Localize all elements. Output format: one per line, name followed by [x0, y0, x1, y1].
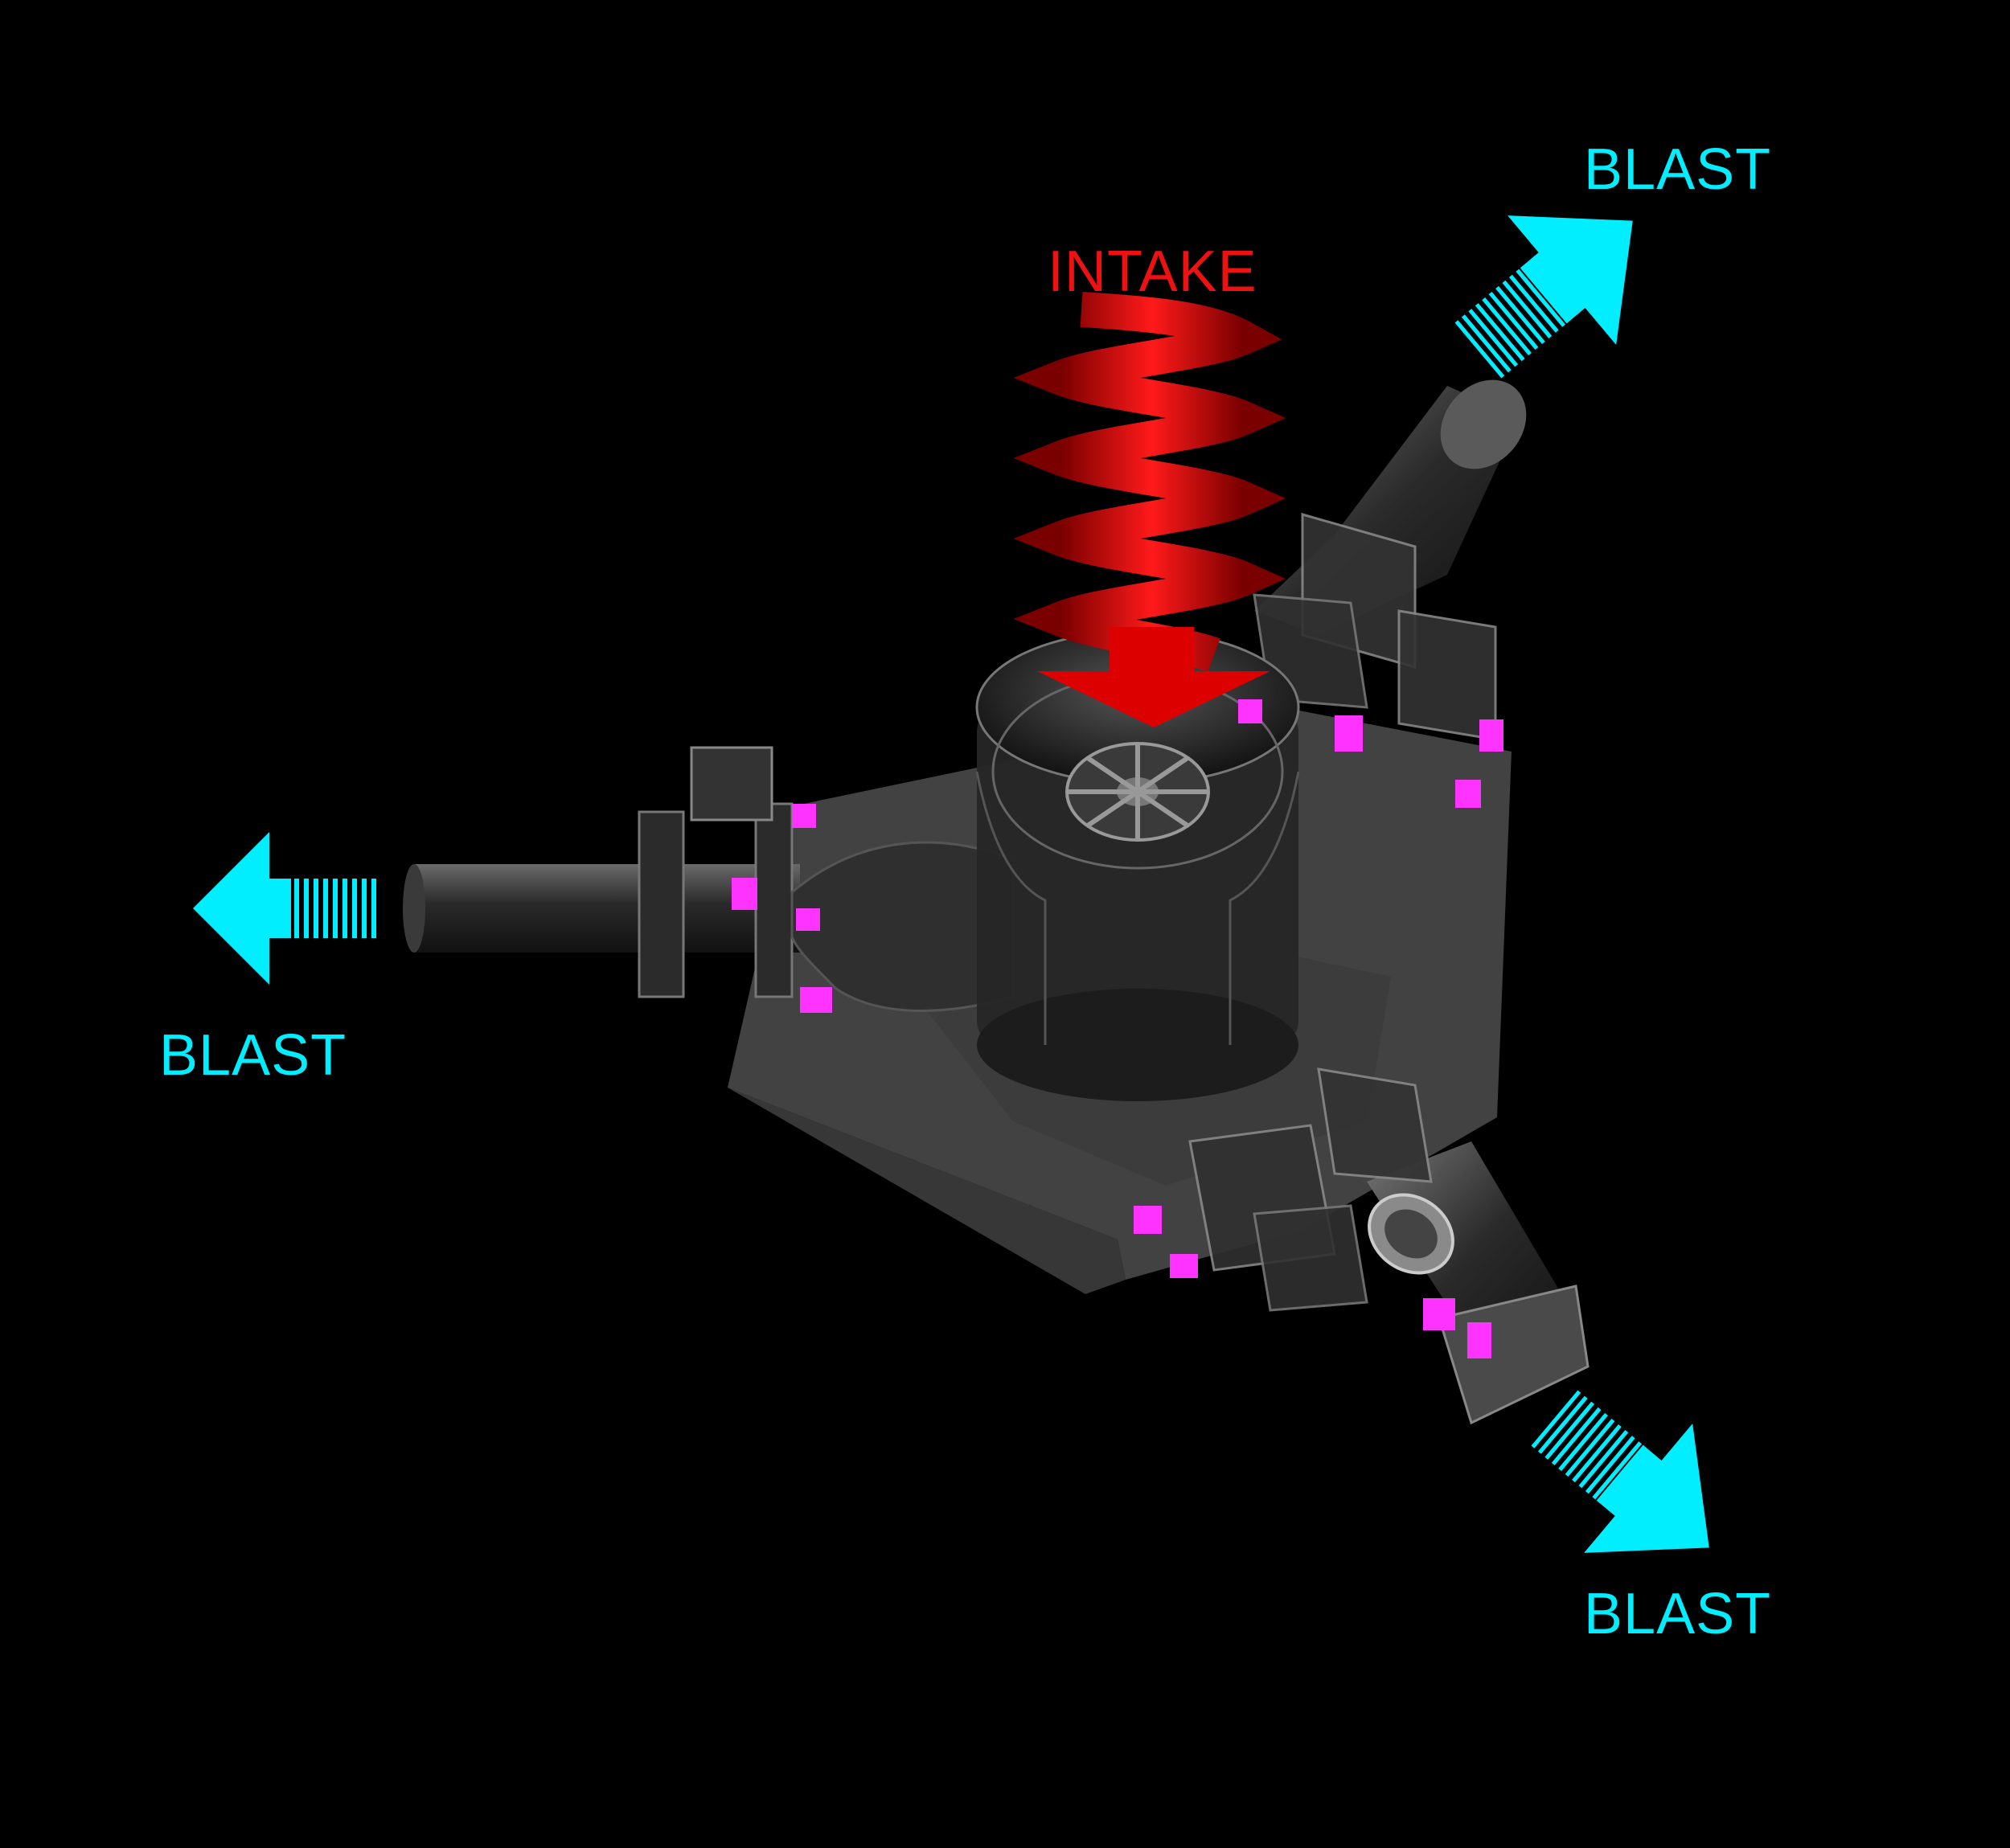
left-outlet-pipe	[403, 746, 1015, 1012]
top-right-blast-arrow	[1454, 215, 1633, 379]
top-right-outlet-pipe	[1253, 379, 1527, 741]
blast-label-top-right: BLAST	[1584, 137, 1772, 202]
blast-label-bottom-right: BLAST	[1584, 1582, 1772, 1646]
bottom-right-outlet-pipe	[1188, 1067, 1590, 1425]
fan-impeller	[1065, 742, 1210, 842]
mounting-brackets	[732, 699, 1503, 1358]
left-blast-arrow-stripes	[294, 879, 376, 938]
intake-arrow	[1013, 292, 1286, 727]
blast-label-left: BLAST	[159, 1023, 347, 1088]
left-blast-arrow	[193, 832, 376, 985]
bottom-right-blast-arrow	[1531, 1390, 1709, 1553]
intake-label: INTAKE	[1048, 240, 1257, 304]
